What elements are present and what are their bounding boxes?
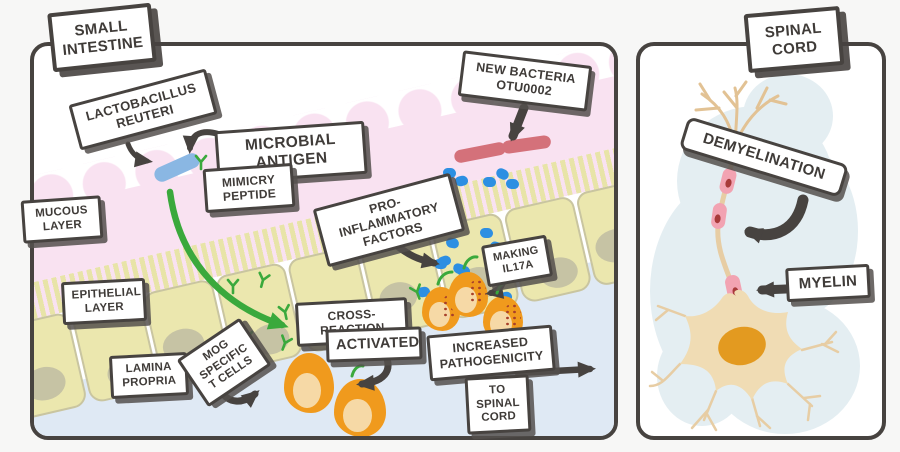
neuron-illustration xyxy=(648,74,860,434)
spinal-cord-title: SPINAL CORD xyxy=(743,5,845,74)
blue-dot-icon xyxy=(480,228,493,238)
blue-dot-icon xyxy=(506,179,519,189)
blue-dot-icon xyxy=(483,177,496,187)
label-mucous-layer: MUCOUS LAYER xyxy=(20,195,104,244)
soma-nucleus xyxy=(718,326,766,366)
label-myelin: MYELIN xyxy=(785,263,871,302)
small-intestine-title: SMALL INTESTINE xyxy=(47,2,157,73)
label-mimicry-peptide: MIMICRY PEPTIDE xyxy=(202,162,296,214)
activated-t-cell xyxy=(448,272,488,317)
spinal-cord-panel xyxy=(636,42,886,440)
label-activated: ACTIVATED xyxy=(325,326,423,363)
soma-dendrites xyxy=(648,304,840,432)
t-cell xyxy=(334,379,386,436)
t-cell xyxy=(284,353,334,413)
label-to-spinal-cord: TO SPINAL CORD xyxy=(464,374,532,435)
label-epithelial-layer: EPITHELIAL LAYER xyxy=(60,277,148,326)
blue-dot-icon xyxy=(434,259,447,269)
